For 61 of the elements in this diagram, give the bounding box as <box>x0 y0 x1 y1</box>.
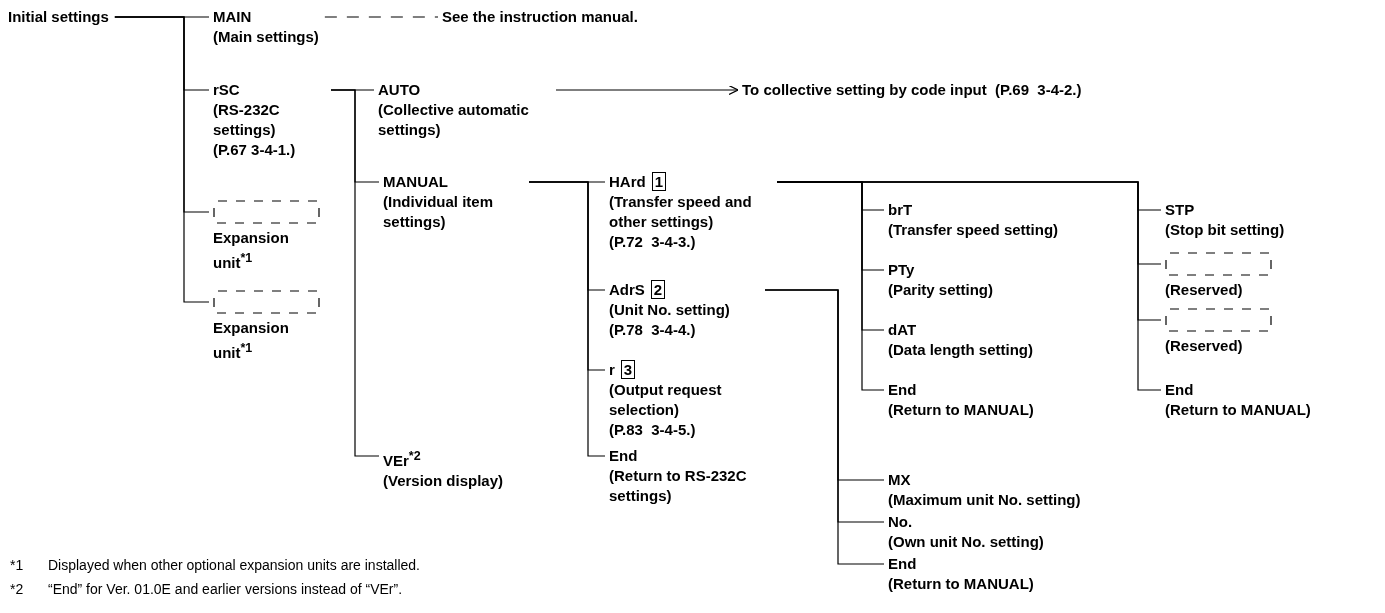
note-text: See the instruction manual. <box>442 7 638 27</box>
connector-line <box>330 89 380 457</box>
menu-description: (Individual item settings) <box>383 192 494 232</box>
menu-description: (P.78 3-4-4.) <box>609 320 697 340</box>
connector-line <box>764 289 885 565</box>
menu-code: MX <box>888 470 912 490</box>
menu-code: End <box>888 380 918 400</box>
menu-description: (P.67 3-4-1.) <box>213 140 297 160</box>
menu-description: (Return to MANUAL) <box>1165 400 1311 420</box>
footnote-text: “End” for Ver. 01.0E and earlier versions instead of “VEr”. <box>48 580 403 598</box>
callout-number: 3 <box>620 360 636 379</box>
menu-description: (Stop bit setting) <box>1165 220 1285 240</box>
menu-description: (Reserved) <box>1165 280 1244 300</box>
menu-description: (Unit No. setting) <box>609 300 731 320</box>
menu-description: (Transfer speed setting) <box>888 220 1059 240</box>
menu-code: HArd <box>609 173 646 190</box>
menu-description: (Own unit No. setting) <box>888 532 1044 552</box>
footnote-mark: *2 <box>10 580 24 598</box>
menu-description: (Output request selection) <box>609 380 723 420</box>
note-text: To collective setting by code input (P.69 3-4-2.) <box>742 80 1082 100</box>
menu-code: MANUAL <box>383 172 449 192</box>
connector-line <box>776 181 1162 391</box>
menu-description: Expansion unit$^{*1}$ <box>213 228 290 273</box>
menu-code: No. <box>888 512 914 532</box>
menu-code: VEr$^{*2}$ <box>383 448 422 471</box>
root-label: Initial settings <box>8 7 109 27</box>
menu-description: (Reserved) <box>1165 336 1244 356</box>
menu-code: PTy <box>888 260 916 280</box>
callout-number: 1 <box>651 172 666 191</box>
menu-code: End <box>609 446 639 466</box>
menu-description: (Collective automatic settings) <box>378 100 530 140</box>
menu-code: End <box>888 554 918 574</box>
connector-line <box>114 16 210 303</box>
menu-description: (Main settings) <box>213 27 319 47</box>
menu-code: AdrS <box>609 281 645 298</box>
menu-code: AUTO <box>378 80 422 100</box>
menu-description: (P.83 3-4-5.) <box>609 420 697 440</box>
menu-description: (Parity setting) <box>888 280 993 300</box>
menu-description: (Transfer speed and other settings) <box>609 192 753 232</box>
menu-code: dAT <box>888 320 918 340</box>
menu-code: STP <box>1165 200 1196 220</box>
menu-description: (Return to MANUAL) <box>888 400 1034 420</box>
callout-number: 2 <box>650 280 666 299</box>
menu-description: (Maximum unit No. setting) <box>888 490 1081 510</box>
dashed-connector <box>324 16 439 18</box>
footnote-text: Displayed when other optional expansion units are installed. <box>48 556 420 574</box>
menu-code: MAIN <box>213 7 253 27</box>
arrow <box>555 84 739 96</box>
menu-description: (RS-232C settings) <box>213 100 281 140</box>
menu-code: r <box>609 361 615 378</box>
footnote-mark: *1 <box>10 556 24 574</box>
menu-description: Expansion unit$^{*1}$ <box>213 318 290 363</box>
menu-description: (Version display) <box>383 471 504 491</box>
menu-code: brT <box>888 200 914 220</box>
menu-code: End <box>1165 380 1195 400</box>
menu-code: rSC <box>213 80 241 100</box>
menu-description: (Return to MANUAL) <box>888 574 1034 594</box>
menu-description: (Return to RS-232C settings) <box>609 466 748 506</box>
menu-description: (P.72 3-4-3.) <box>609 232 697 252</box>
menu-description: (Data length setting) <box>888 340 1033 360</box>
connector-line <box>528 181 606 457</box>
